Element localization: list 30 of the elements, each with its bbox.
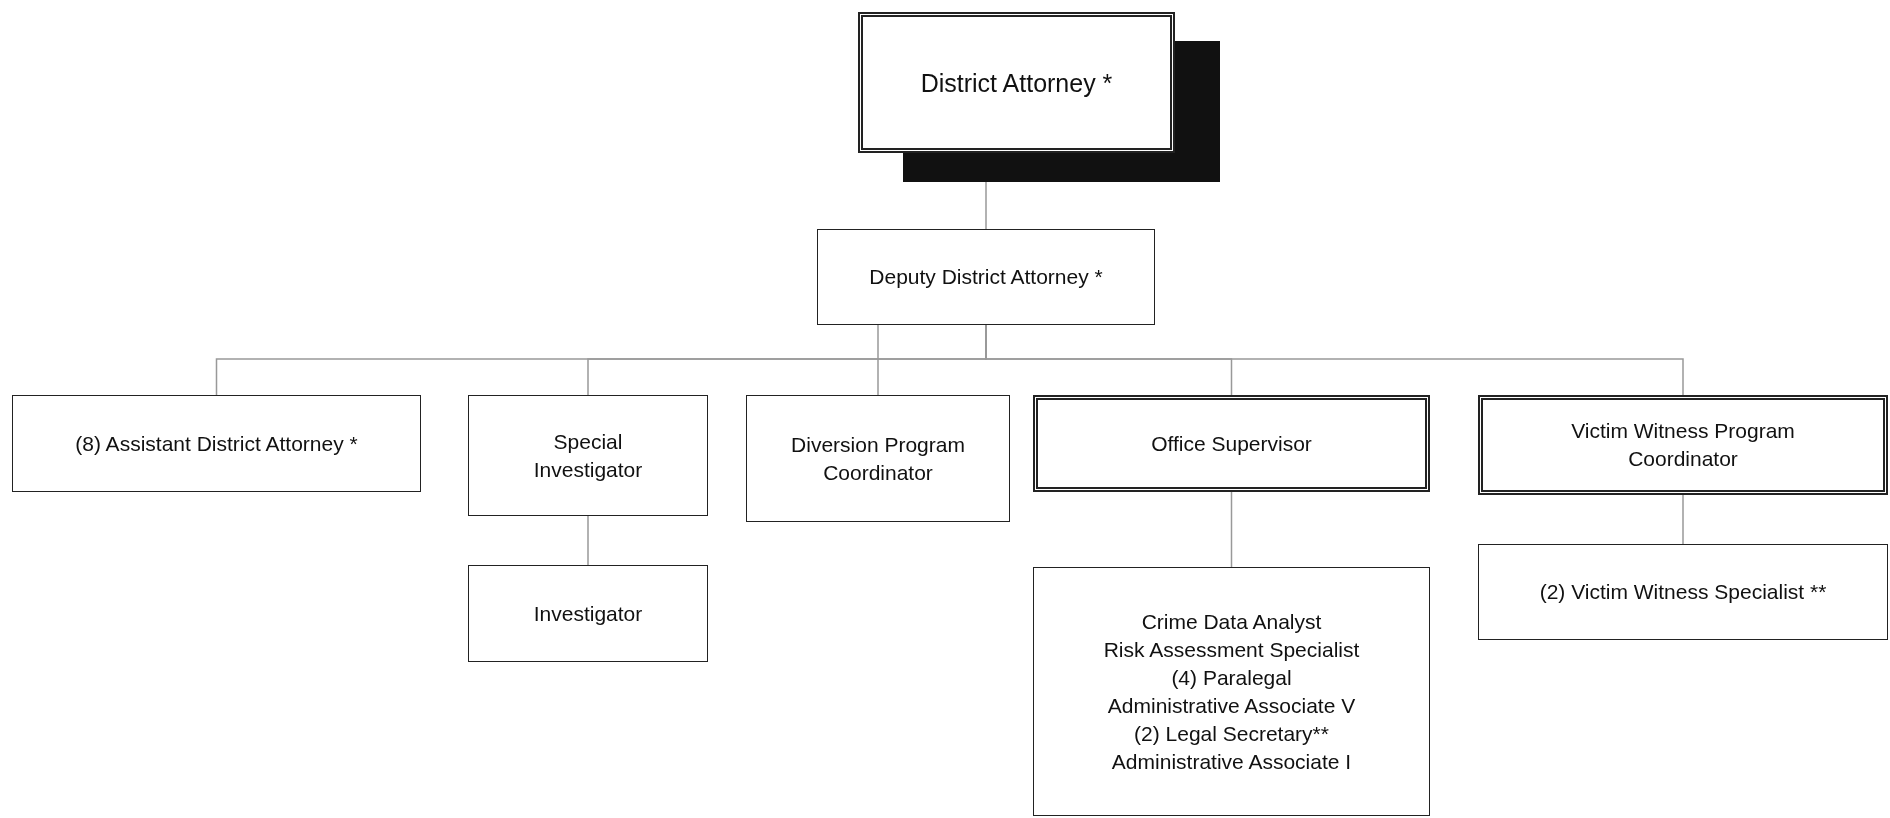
position-box: [468, 565, 708, 662]
position-title: Administrative Associate I: [1111, 748, 1352, 775]
position-box: [1478, 544, 1888, 640]
position-title: Crime Data Analyst: [1141, 608, 1322, 635]
position-box: [1033, 395, 1430, 492]
connector-line: [587, 515, 589, 566]
position-box: [817, 229, 1155, 325]
title-box: [858, 12, 1220, 182]
position-title: Diversion Program Coordinator: [790, 431, 966, 486]
position-title: (4) Paralegal: [1171, 664, 1292, 691]
position-box: [746, 395, 1010, 522]
position-box: [1478, 395, 1888, 495]
position-box: [468, 395, 708, 516]
connector-line: [1682, 494, 1684, 545]
position-title: Administrative Associate V: [1107, 692, 1356, 719]
connector-line: [1230, 491, 1233, 568]
connector-line: [877, 324, 879, 396]
position-box: [1033, 567, 1430, 816]
position-title: Victim Witness Program Coordinator: [1570, 418, 1796, 472]
position-title: Deputy District Attorney *: [869, 264, 1103, 290]
position-box: [12, 395, 421, 492]
position-title: Office Supervisor: [1151, 430, 1312, 457]
position-title: (8) Assistant District Attorney *: [75, 430, 358, 457]
position-title: District Attorney *: [920, 68, 1113, 97]
position-title: Investigator: [533, 600, 643, 627]
position-title: (2) Victim Witness Specialist **: [1539, 579, 1827, 605]
position-title: (2) Legal Secretary**: [1134, 720, 1329, 747]
connector-line: [985, 181, 987, 230]
position-title: Special Investigator: [532, 428, 644, 483]
position-title: Risk Assessment Specialist: [1103, 636, 1360, 663]
